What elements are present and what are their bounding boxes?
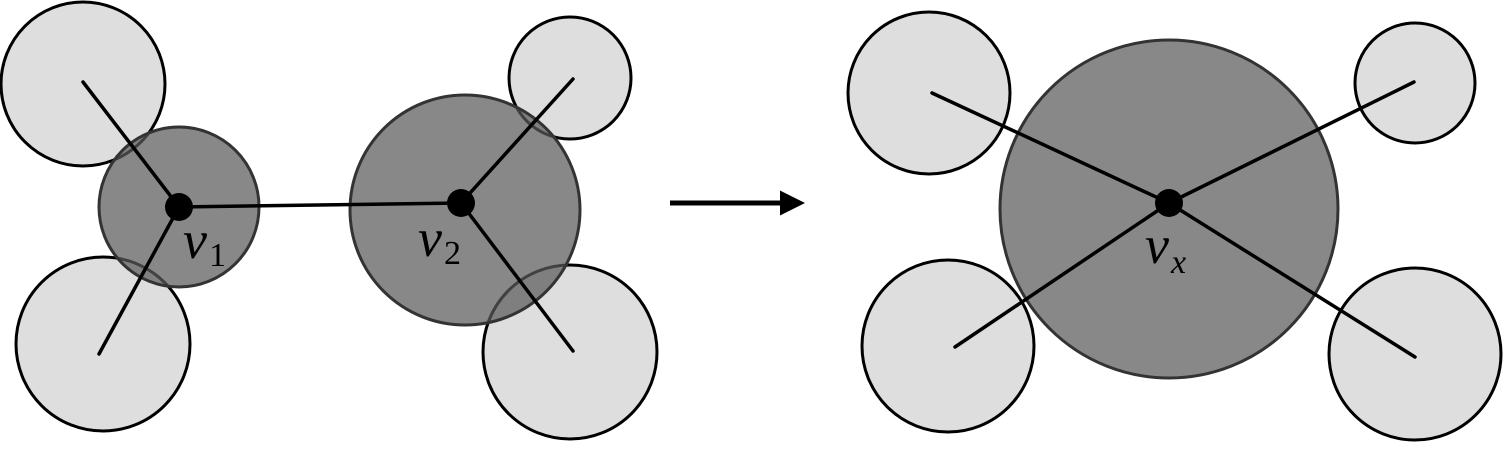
neighbor-circle-top-left <box>846 10 1012 176</box>
right-graph: vx <box>846 10 1503 442</box>
neighbor-circle-bottom-left <box>860 258 1036 434</box>
edge-vx-top-right <box>1167 80 1416 205</box>
node-vx <box>1155 189 1183 217</box>
edge-v1-top-left <box>81 80 181 209</box>
edge-vx-top-left <box>930 91 1171 205</box>
edge-v2-bottom-right <box>459 201 575 353</box>
edge-vx-bottom-right <box>1167 201 1417 359</box>
edge-vx-bottom-left <box>953 201 1171 349</box>
node-v1 <box>165 193 193 221</box>
neighbor-circle-bottom-right <box>1327 266 1503 442</box>
node-v2 <box>447 189 475 217</box>
label-vx: vx <box>1145 215 1186 281</box>
edge-v2-top-right <box>459 77 575 205</box>
edge-v1-v2 <box>177 201 463 209</box>
edge-v1-bottom-left <box>97 205 181 356</box>
label-v2: v2 <box>418 208 461 272</box>
left-graph: v1 v2 <box>0 0 659 441</box>
label-v1: v1 <box>183 210 226 274</box>
neighbor-circle-top-right <box>507 15 633 141</box>
